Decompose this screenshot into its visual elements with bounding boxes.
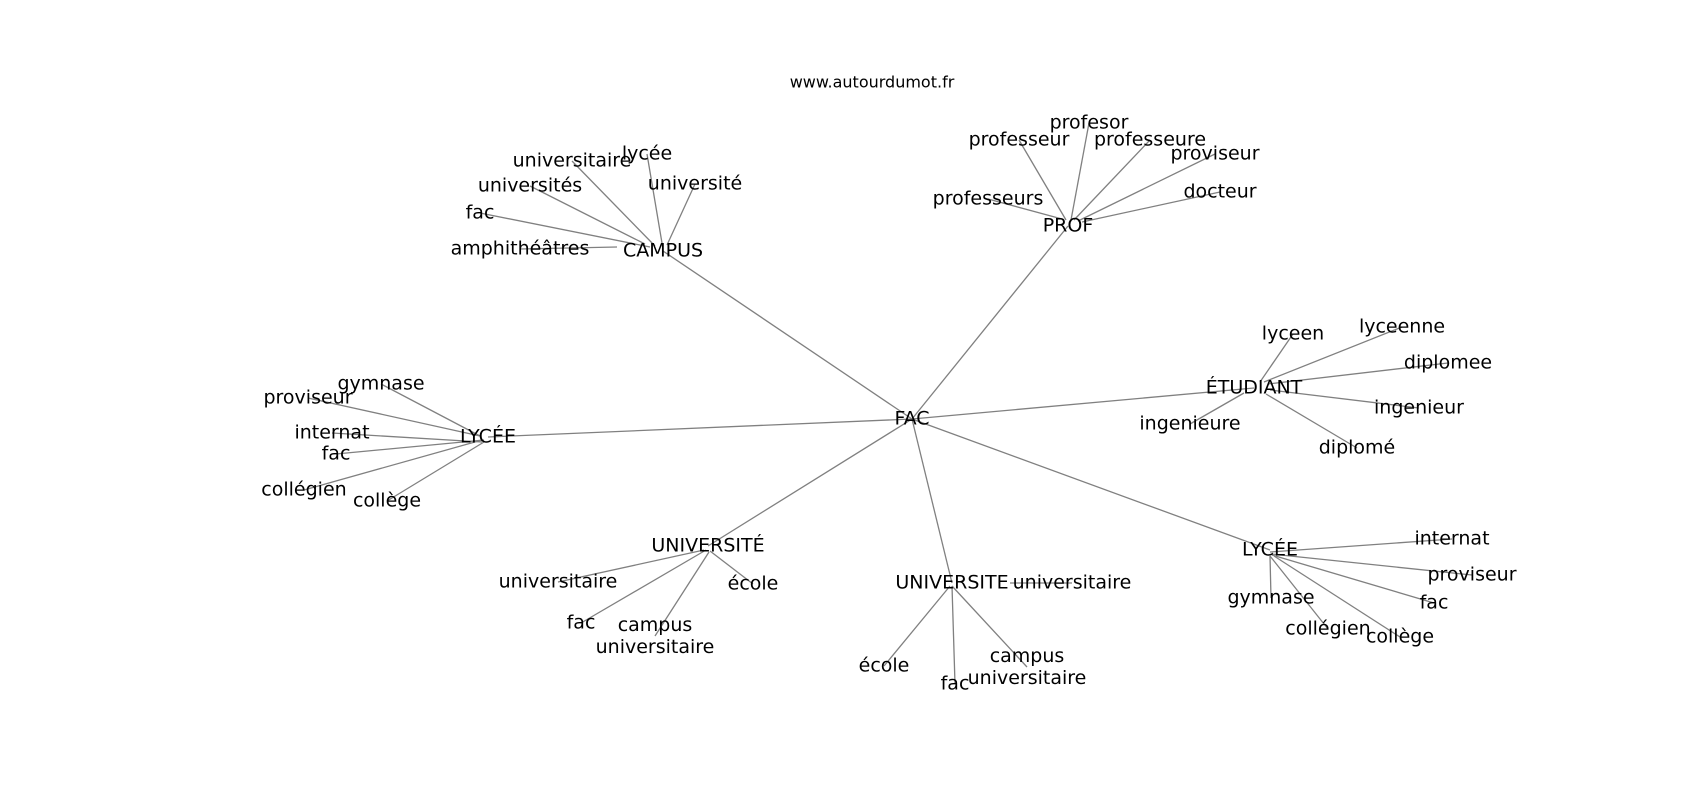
branch-node-label: LYCÉE [460, 425, 516, 448]
edge-branch-to-leaf [654, 551, 710, 637]
leaf-node-label: professeure [1094, 129, 1206, 151]
branch-node-label: CAMPUS [623, 240, 703, 262]
branch-node-label: UNIVERSITÉ [651, 534, 764, 557]
edge-center-to-branch [911, 418, 1271, 551]
edge-center-to-branch [487, 418, 913, 438]
leaf-node-label: fac [941, 673, 970, 695]
leaf-node-label: universités [478, 175, 582, 197]
edge-branch-to-leaf [386, 441, 485, 502]
leaf-node-label: diplomé [1319, 437, 1396, 459]
leaf-node-label: collège [1366, 626, 1434, 648]
edge-branch-to-leaf [1081, 191, 1221, 223]
edge-branch-to-leaf [1189, 392, 1245, 425]
center-node-label: FAC [894, 408, 929, 430]
edge-center-to-branch [911, 225, 1069, 420]
branch-node-label: LYCÉE [1242, 538, 1298, 561]
leaf-node-label: proviseur [263, 387, 352, 409]
edge-branch-to-leaf [883, 585, 951, 667]
leaf-node-label: gymnase [337, 373, 424, 395]
edge-branch-to-leaf [1269, 389, 1420, 409]
edge-branch-to-leaf [1273, 555, 1401, 638]
edge-branch-to-leaf [709, 550, 754, 585]
edge-branch-to-leaf [951, 585, 956, 685]
leaf-node-label: école [859, 655, 910, 677]
edge-branch-to-leaf [1269, 555, 1329, 630]
edge-branch-to-leaf [666, 183, 696, 246]
source-label: www.autourdumot.fr [790, 73, 955, 92]
leaf-node-label: école [728, 573, 779, 595]
edge-center-to-branch [707, 418, 913, 547]
leaf-node-label: internat [1414, 528, 1489, 550]
leaf-node-label: internat [294, 422, 369, 444]
edge-branch-to-leaf [303, 439, 483, 491]
leaf-node-label: lyceenne [1359, 316, 1445, 338]
leaf-node-label: professeur [969, 129, 1070, 151]
leaf-node-label: gymnase [1227, 587, 1314, 609]
edge-branch-to-leaf [1077, 153, 1216, 222]
leaf-node-label: fac [567, 612, 596, 634]
edge-branch-to-leaf [1271, 554, 1435, 604]
leaf-node-label: ingenieur [1374, 397, 1464, 419]
edge-branch-to-leaf [331, 432, 483, 443]
leaf-node-label: fac [466, 202, 495, 224]
edge-branch-to-leaf [529, 185, 646, 245]
edge-branch-to-leaf [519, 246, 618, 250]
edge-center-to-branch [662, 250, 913, 420]
edge-branch-to-leaf [307, 397, 481, 437]
edge-branch-to-leaf [1270, 553, 1473, 576]
leaf-node-label: université [648, 173, 742, 195]
leaf-node-label: proviseur [1170, 143, 1259, 165]
branch-node-label: UNIVERSITE [895, 572, 1008, 594]
edge-branch-to-leaf [987, 198, 1063, 220]
leaf-node-label: ingenieure [1139, 413, 1240, 435]
leaf-node-label: collégien [1285, 618, 1370, 640]
branch-node-label: PROF [1043, 215, 1094, 237]
edge-branch-to-leaf [1018, 139, 1067, 221]
leaf-node-label: amphithéâtres [451, 238, 590, 260]
leaf-node-label: universitaire [1013, 572, 1132, 594]
edge-branch-to-leaf [1070, 122, 1090, 221]
leaf-node-label: profesor [1050, 112, 1129, 134]
edge-branch-to-leaf [1265, 393, 1358, 449]
leaf-node-label: docteur [1183, 181, 1256, 203]
leaf-node-label: proviseur [1427, 564, 1516, 586]
leaf-node-label: universitaire [513, 150, 632, 172]
leaf-node-label: collège [353, 490, 421, 512]
edge-branch-to-leaf [380, 383, 481, 437]
leaf-node-label: lycée [622, 143, 672, 165]
labels-layer: www.autourdumot.fr amphithéâtres fac unive… [261, 73, 1516, 695]
leaf-node-label: fac [322, 443, 351, 465]
edge-branch-to-leaf [1269, 538, 1453, 553]
edge-branch-to-leaf [1269, 555, 1272, 599]
edge-branch-to-leaf [1259, 333, 1294, 383]
edge-center-to-branch [911, 387, 1255, 420]
edge-branch-to-leaf [557, 549, 705, 583]
leaf-node-label: professeurs [933, 188, 1044, 210]
branch-node-label: ÉTUDIANT [1206, 376, 1303, 399]
edge-branch-to-leaf [335, 439, 485, 455]
leaf-node-label: lyceen [1262, 323, 1324, 345]
edge-branch-to-leaf [571, 160, 656, 247]
edge-branch-to-leaf [1263, 326, 1403, 383]
leaf-node-label: collégien [261, 479, 346, 501]
edge-branch-to-leaf [580, 549, 707, 624]
edge-branch-to-leaf [479, 212, 651, 248]
leaf-node-label: fac [1420, 592, 1449, 614]
edge-center-to-branch [911, 418, 953, 584]
edge-branch-to-leaf [1267, 362, 1449, 385]
edge-branch-to-leaf [951, 585, 1028, 668]
edge-branch-to-leaf [646, 153, 664, 250]
edges-layer [303, 122, 1473, 685]
leaf-node-label: diplomee [1404, 352, 1492, 374]
leaf-node-label: universitaire [499, 571, 618, 593]
edge-branch-to-leaf [1073, 139, 1151, 221]
